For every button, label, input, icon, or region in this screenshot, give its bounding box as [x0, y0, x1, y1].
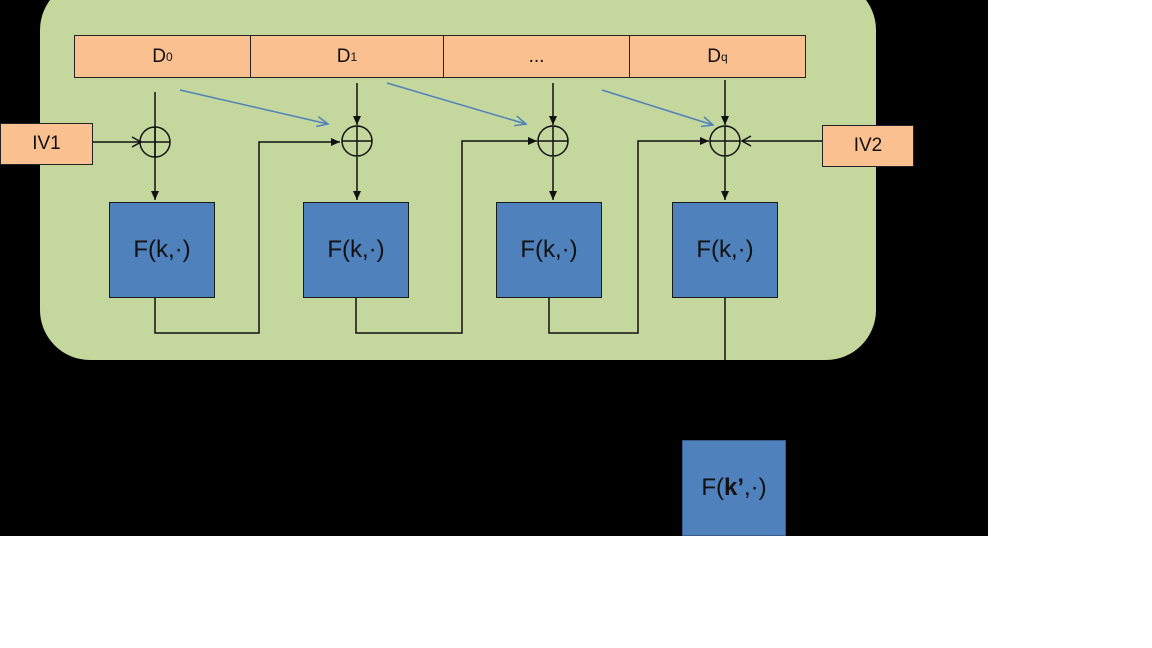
data-block-label: D: [152, 45, 167, 67]
outer-prf-suffix: ,·): [744, 474, 767, 501]
skip-arrow-2: [386, 82, 528, 127]
iv1-box: IV1: [0, 123, 93, 165]
skip-arrow-3: [601, 89, 715, 128]
data-block-label: D: [707, 45, 722, 67]
xor-icon: [537, 125, 569, 157]
outer-prf-prefix: F(: [701, 474, 724, 501]
prf-box-2: F(k,·): [303, 202, 409, 298]
prf-box-3: F(k,·): [496, 202, 602, 298]
iv2-box: IV2: [822, 125, 914, 167]
data-block-subscript: 1: [350, 49, 358, 64]
prf-box-1: F(k,·): [109, 202, 215, 298]
f2-feedback: [355, 137, 537, 334]
data-block-ellipsis: ...: [443, 35, 630, 78]
xor-icon: [139, 126, 171, 158]
prf-box-4: F(k,·): [672, 202, 778, 298]
f1-feedback: [154, 138, 340, 334]
f3-feedback: [548, 137, 709, 334]
outer-prf-box: F(k’,·): [682, 440, 786, 536]
xor-icon: [709, 125, 741, 157]
data-block-subscript: 0: [166, 49, 173, 64]
xor-icon: [341, 125, 373, 157]
data-block-label: D: [336, 45, 351, 67]
data-block-label: ...: [528, 45, 545, 67]
data-block-subscript: q: [721, 49, 728, 64]
outer-prf-key: k’: [723, 474, 744, 501]
skip-arrow-1: [179, 89, 330, 128]
